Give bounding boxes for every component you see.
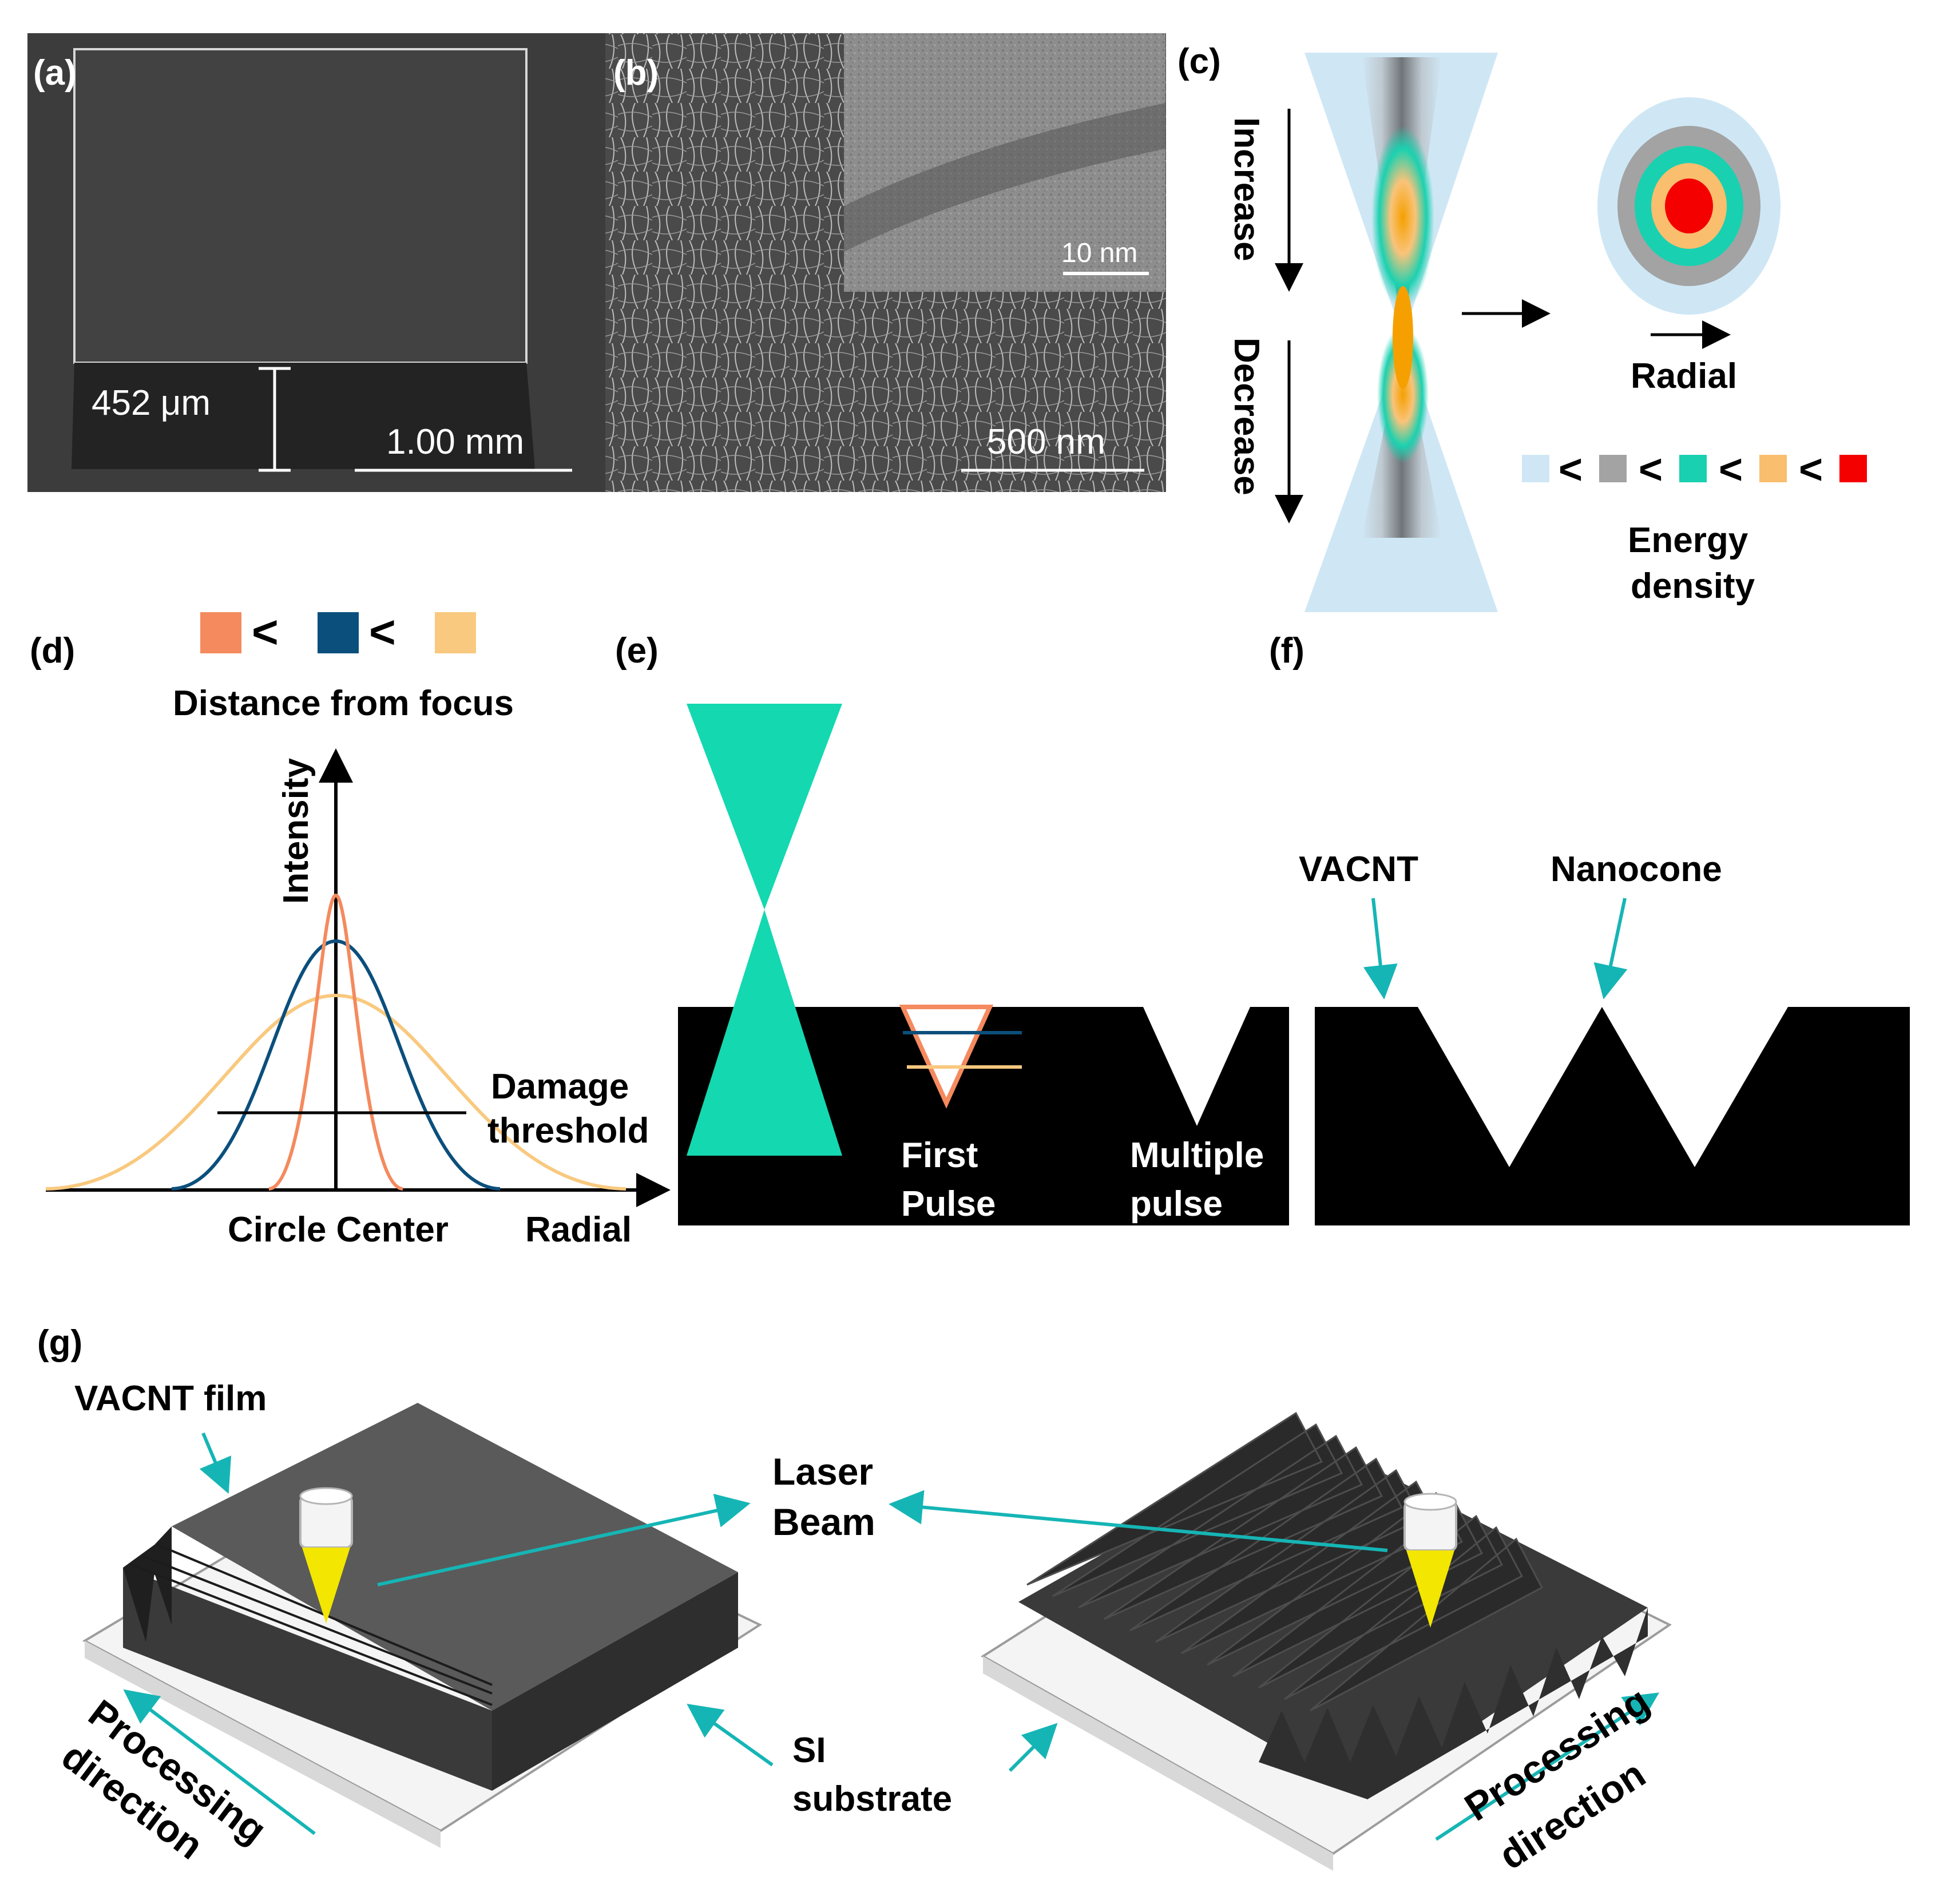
circle-center-label: Circle Center — [228, 1210, 449, 1250]
first-pulse-label-1: First — [901, 1136, 978, 1175]
y-axis-label: Intensity — [276, 758, 316, 904]
spot-ring-5 — [1665, 178, 1713, 233]
curve-near — [268, 893, 403, 1191]
damage-label-1: Damage — [491, 1067, 629, 1106]
scale-label-b: 500 nm — [987, 422, 1105, 462]
vacnt-block-top — [73, 48, 528, 364]
panel-label: (e) — [615, 631, 659, 671]
laser-head-right-top — [1403, 1493, 1457, 1511]
panel-g: (g) VACNT film Laser Beam SI substrate P… — [37, 1323, 1672, 1878]
ineq-3: < — [1719, 447, 1743, 493]
energy-swatch-1 — [1522, 455, 1549, 482]
nanotube-wall — [844, 103, 1165, 252]
radial-label: Radial — [1631, 356, 1737, 396]
laser-cone-right — [1406, 1550, 1454, 1628]
panel-a: (a) 452 μm 1.00 mm — [27, 33, 605, 492]
laser-arrow-left — [377, 1493, 751, 1586]
energy-label-1: Energy — [1628, 521, 1748, 560]
panel-label: (d) — [30, 631, 75, 671]
hotspot-focus — [1393, 286, 1413, 389]
thickness-label: 452 μm — [92, 383, 211, 423]
ineq-1: < — [1559, 447, 1583, 493]
vacnt-film-label: VACNT film — [74, 1379, 267, 1418]
laser-beam-label-2: Beam — [772, 1501, 875, 1543]
panel-e: (e) First Pulse Multiple pulse — [615, 631, 1289, 1225]
energy-label-2: density — [1631, 566, 1755, 606]
multiple-pulse-label-1: Multiple — [1130, 1136, 1264, 1175]
panel-label: (f) — [1269, 631, 1304, 671]
panel-label: (g) — [37, 1323, 82, 1363]
curve-mid — [171, 939, 501, 1191]
energy-swatch-5 — [1839, 455, 1867, 482]
energy-swatch-2 — [1599, 455, 1627, 482]
legend-swatch-far — [435, 612, 476, 653]
laser-arrow-right — [889, 1490, 1388, 1552]
vacnt-film-arrow — [199, 1432, 232, 1494]
laser-head-left-top — [299, 1487, 353, 1505]
si-substrate-label-1: SI — [792, 1731, 826, 1770]
panel-b: (b) 10 nm 500 nm — [605, 33, 1166, 492]
panel-label: (a) — [33, 53, 77, 93]
curve-far — [45, 993, 627, 1191]
decrease-label: Decrease — [1227, 338, 1266, 495]
scale-label-a: 1.00 mm — [386, 422, 524, 462]
damage-label-2: threshold — [487, 1111, 649, 1151]
nanocone-label: Nanocone — [1551, 850, 1722, 889]
vacnt-arrow — [1363, 898, 1398, 999]
vacnt-film-front — [123, 1568, 492, 1791]
laser-cone-left — [302, 1548, 350, 1624]
si-substrate-label-2: substrate — [792, 1779, 952, 1819]
panel-label: (c) — [1177, 42, 1221, 81]
panel-c: (c) Increase Decrease Radial < < < < Ene… — [1177, 42, 1867, 612]
energy-swatch-4 — [1759, 455, 1787, 482]
panel-f: (f) VACNT Nanocone — [1269, 631, 1910, 1225]
radial-label: Radial — [525, 1210, 632, 1250]
nanocone-arrow — [1593, 898, 1628, 999]
multiple-pulse-crater — [1143, 1007, 1250, 1126]
ineq-4: < — [1799, 447, 1823, 493]
nanocone-profile — [1315, 1007, 1910, 1225]
multiple-pulse-label-2: pulse — [1130, 1184, 1223, 1224]
si-substrate-left-edge — [85, 1641, 441, 1848]
ineq-2: < — [1639, 447, 1663, 493]
legend-swatch-mid — [318, 612, 359, 653]
si-substrate-right-edge — [983, 1656, 1333, 1871]
vacnt-block-side — [72, 363, 535, 469]
panel-label: (b) — [613, 53, 659, 93]
hotspot-lower — [1377, 326, 1429, 463]
panel-d: (d) < < Distance from focus Intensity Da… — [30, 606, 671, 1250]
vacnt-label: VACNT — [1299, 850, 1418, 889]
legend-ineq-2: < — [369, 606, 396, 657]
legend-title: Distance from focus — [173, 684, 514, 723]
si-arrow-left — [687, 1704, 774, 1767]
laser-beam-label-1: Laser — [772, 1450, 873, 1493]
si-arrow-right — [1008, 1723, 1058, 1772]
increase-label: Increase — [1227, 117, 1266, 261]
legend-swatch-near — [200, 612, 241, 653]
energy-swatch-3 — [1679, 455, 1707, 482]
vacnt-film-side — [492, 1572, 738, 1791]
legend-ineq-1: < — [252, 606, 279, 657]
processing-arrow-right — [1435, 1692, 1660, 1841]
vacnt-film-top — [172, 1403, 738, 1711]
first-pulse-label-2: Pulse — [901, 1184, 996, 1224]
inset-scale-label: 10 nm — [1061, 238, 1137, 268]
processing-arrow-left — [123, 1689, 316, 1835]
laser-beam-e — [687, 704, 842, 1156]
hotspot-upper — [1371, 126, 1434, 309]
nanocone-field — [1259, 1608, 1648, 1799]
grooves-left — [123, 1526, 172, 1642]
